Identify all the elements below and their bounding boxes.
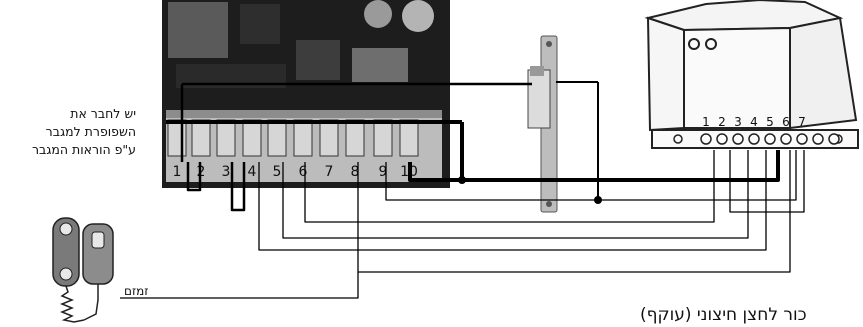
relay-box-terminal-screw: [700, 133, 712, 145]
controller-terminal-label: 9: [379, 164, 388, 180]
controller-terminal-label: 5: [273, 164, 282, 180]
controller-terminal-label: 6: [299, 164, 308, 180]
external-button-caption: כור לחצן חיצוני (עוקף): [640, 305, 807, 325]
controller-terminal-slot: [191, 119, 211, 157]
intercom-handset: [52, 217, 114, 323]
relay-box-terminal-label: 3: [734, 115, 742, 129]
relay-box-terminal-label: 7: [798, 115, 806, 129]
controller-terminal-slot: [373, 119, 393, 157]
relay-box-terminal-screw: [764, 133, 776, 145]
relay-box-terminal-screw: [716, 133, 728, 145]
controller-terminal-slot: [216, 119, 236, 157]
controller-terminal-slot: [399, 119, 419, 157]
controller-board: [162, 0, 450, 188]
door-strike: [527, 35, 558, 213]
wiring: [120, 81, 805, 299]
relay-box-terminal-screw: [796, 133, 808, 145]
relay-box-terminal-screw: [748, 133, 760, 145]
controller-terminal-slot: [267, 119, 287, 157]
controller-terminal-label: 3: [222, 164, 231, 180]
controller-terminal-slot: [319, 119, 339, 157]
controller-terminal-label: 1: [173, 164, 182, 180]
controller-terminal-label: 7: [325, 164, 334, 180]
relay-box-terminal-screw: [732, 133, 744, 145]
controller-terminal-label: 4: [248, 164, 257, 180]
relay-box-terminal-screw: [828, 133, 840, 145]
buzzer-label: זמזם: [124, 284, 149, 298]
handset-note-line-2: השפופרת למגבר: [45, 124, 136, 139]
relay-box-terminal-label: 2: [718, 115, 726, 129]
relay-box-terminal-screw: [812, 133, 824, 145]
controller-terminal-slot: [167, 119, 187, 157]
controller-terminal-label: 8: [351, 164, 360, 180]
controller-terminal-slot: [242, 119, 262, 157]
handset-note-line-1: יש לחבר את: [70, 106, 136, 121]
controller-terminal-slot: [345, 119, 365, 157]
handset-note-line-3: ע"פ הוראות המגבר: [31, 142, 136, 157]
relay-box-terminal-label: 6: [782, 115, 790, 129]
relay-box-terminal-label: 5: [766, 115, 774, 129]
relay-box-terminal-screw: [780, 133, 792, 145]
controller-terminal-slot: [293, 119, 313, 157]
relay-box-terminal-label: 4: [750, 115, 758, 129]
relay-box-terminal-label: 1: [702, 115, 710, 129]
